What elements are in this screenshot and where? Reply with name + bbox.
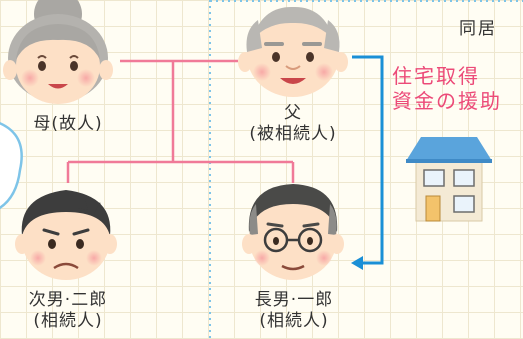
- support-line-2: 資金の援助: [392, 89, 502, 113]
- father-name: 父: [284, 103, 302, 123]
- support-arrow: [351, 55, 384, 270]
- eldest-son-illustration: [242, 184, 344, 280]
- house-icon: [406, 137, 492, 222]
- support-line-1: 住宅取得: [392, 64, 480, 88]
- eldest-son-role: (相続人): [259, 311, 329, 331]
- second-son-name: 次男·二郎: [28, 290, 108, 310]
- support-label: 住宅取得 資金の援助: [392, 64, 502, 114]
- family-lines: [66, 59, 295, 183]
- eldest-son-name: 長男·一郎: [254, 290, 334, 310]
- second-son-label: 次男·二郎 (相続人): [6, 290, 130, 332]
- eldest-son-label: 長男·一郎 (相続人): [232, 290, 356, 332]
- cohabitation-label: 同居: [459, 19, 497, 39]
- father-illustration: [238, 6, 348, 97]
- father-role: (被相続人): [249, 124, 337, 144]
- mother-illustration: [3, 0, 113, 104]
- mother-name: 母(故人): [33, 114, 103, 134]
- speech-bubble: [0, 122, 23, 210]
- father-label: 父 (被相続人): [233, 103, 353, 145]
- second-son-role: (相続人): [33, 311, 103, 331]
- second-son-illustration: [15, 190, 117, 280]
- cohabitation-region: [209, 0, 523, 339]
- mother-label: 母(故人): [8, 114, 128, 135]
